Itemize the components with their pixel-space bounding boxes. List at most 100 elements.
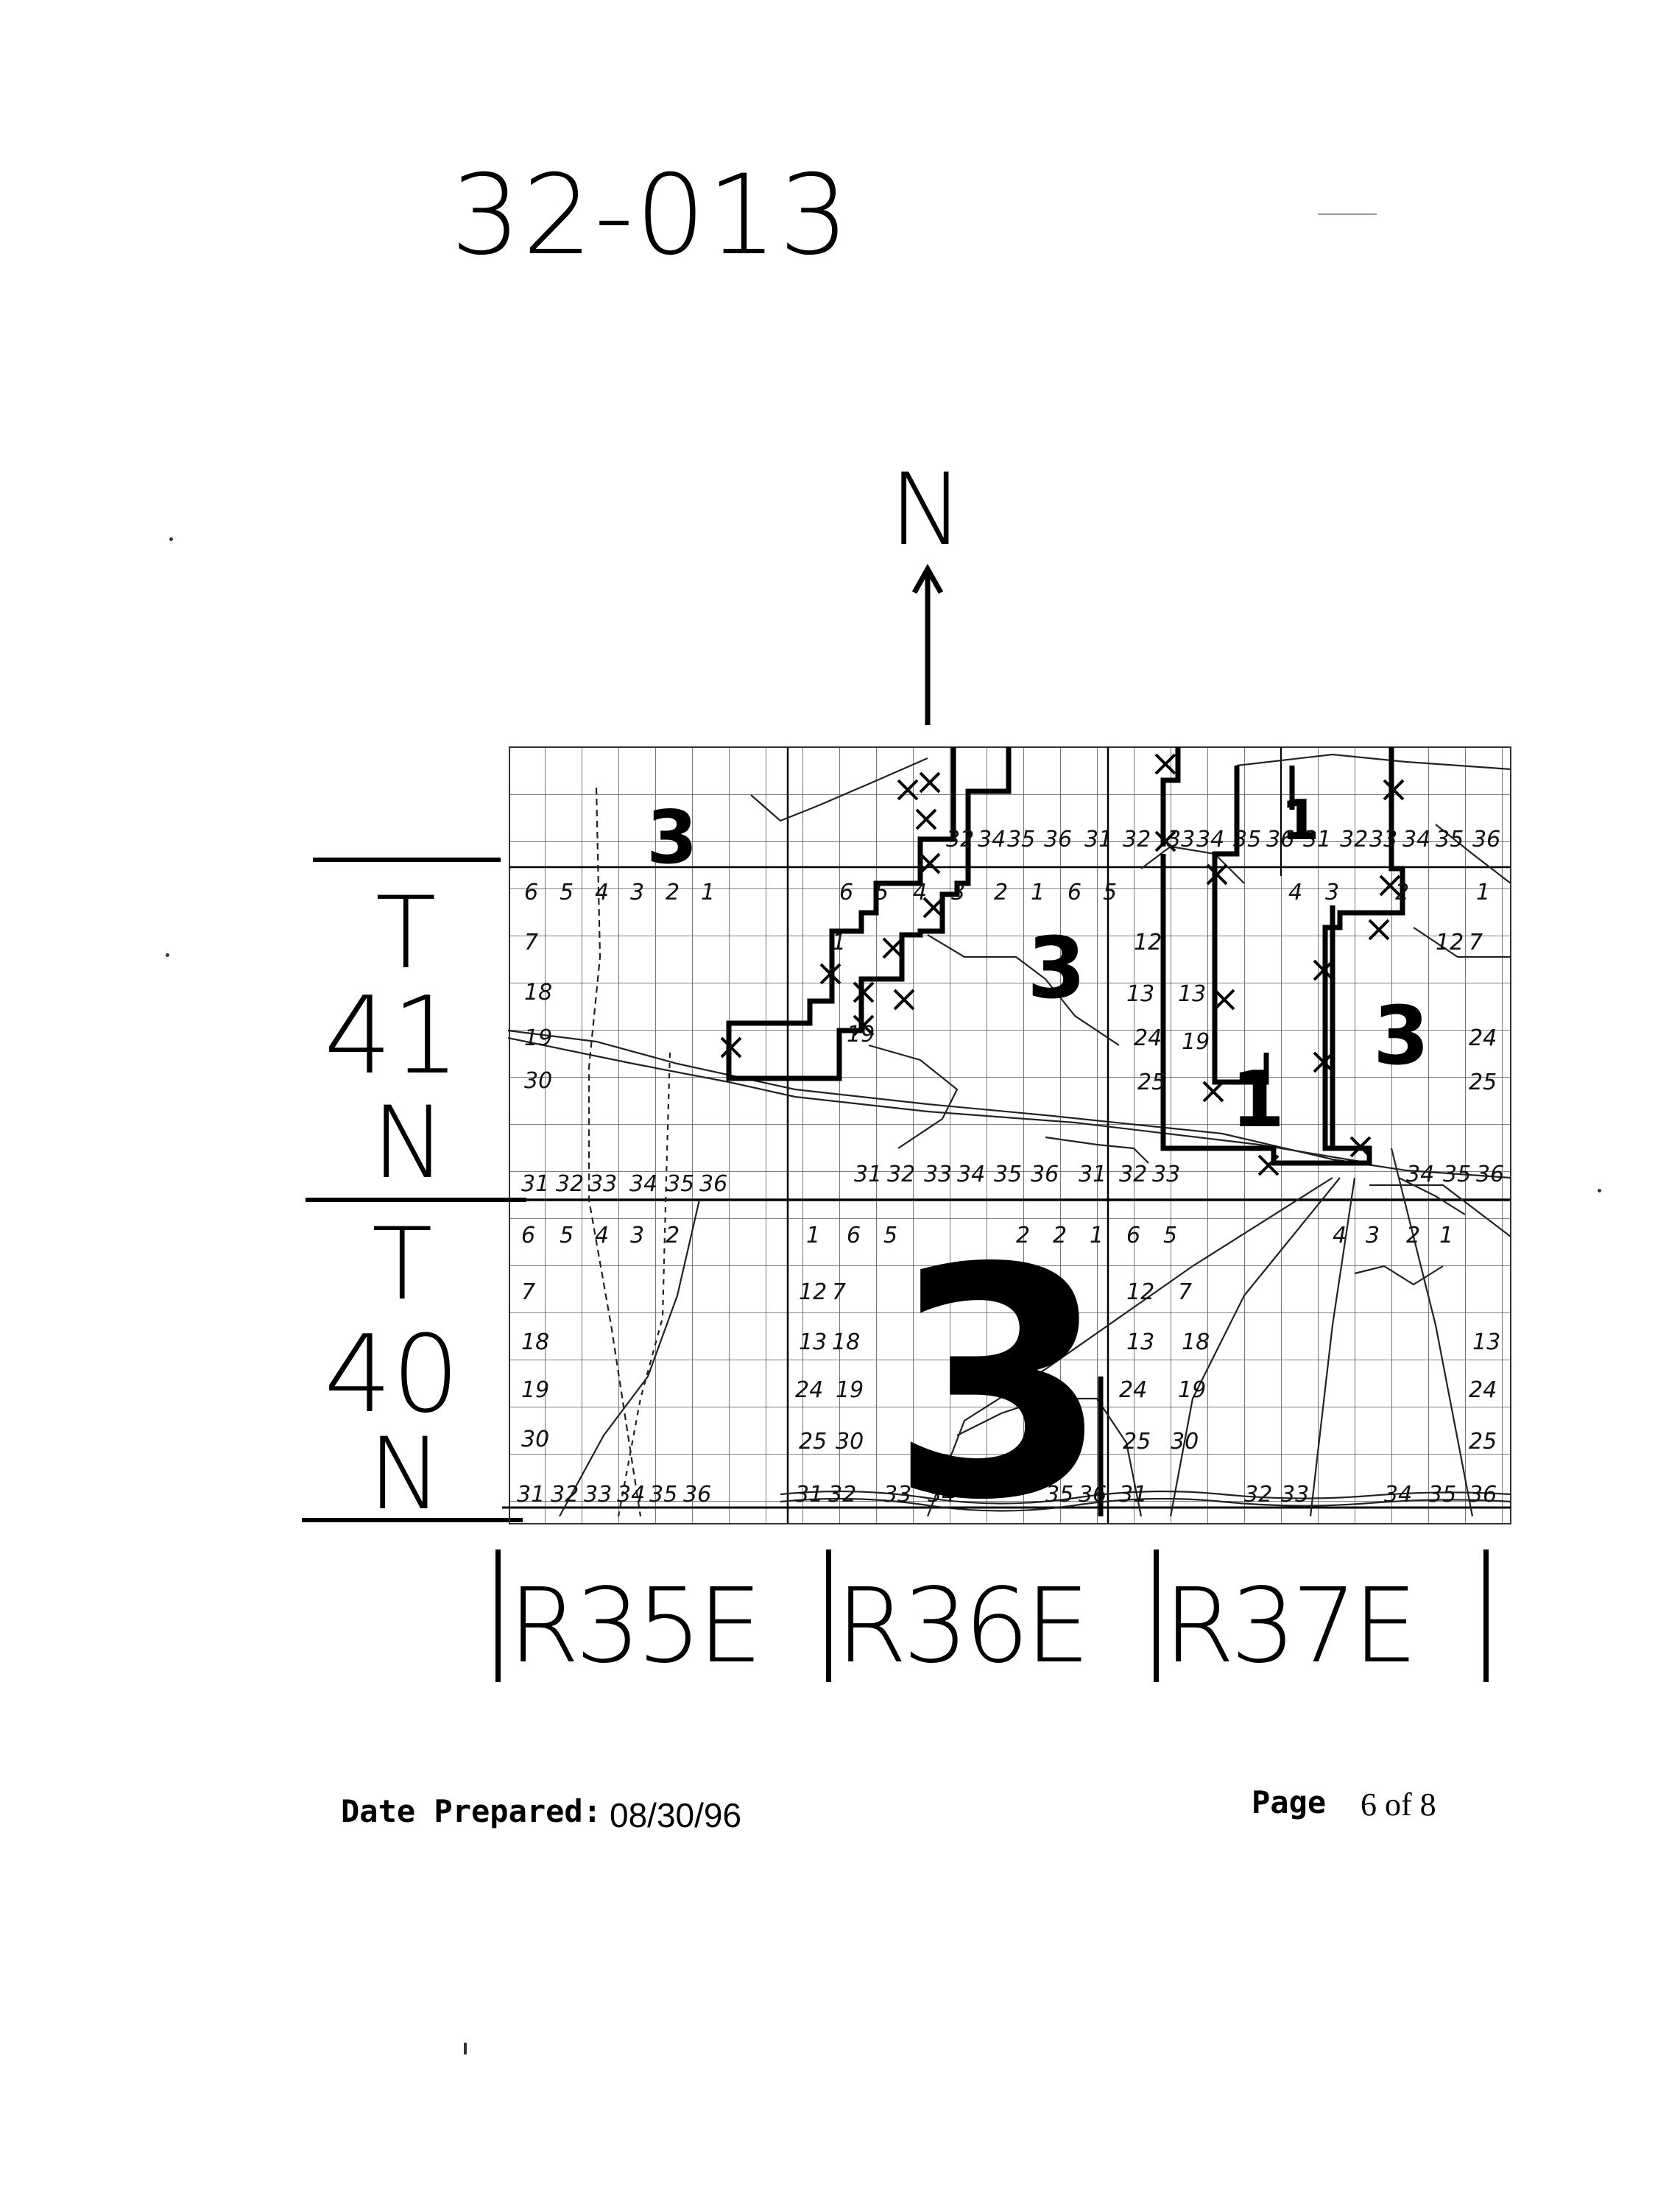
sec-r13-8: 33 xyxy=(883,1482,911,1508)
sec-r8-9: 2 xyxy=(1053,1223,1067,1248)
sec-r8-5: 1 xyxy=(806,1223,820,1248)
sec-r8-12: 5 xyxy=(1163,1223,1177,1248)
sec-r9-2: 7 xyxy=(832,1279,846,1305)
sec-r5-2: 24 xyxy=(1134,1025,1162,1051)
sec-r2-0: 6 xyxy=(524,880,538,905)
township-40-t: T xyxy=(372,1206,433,1322)
date-prepared-label: Date Prepared: xyxy=(341,1793,602,1829)
range-divider xyxy=(1154,1550,1159,1682)
sec-r1-0: 32 xyxy=(946,827,974,852)
sec-r2-4: 2 xyxy=(666,880,680,905)
sec-r11-0: 19 xyxy=(521,1377,549,1403)
sec-r13-5: 36 xyxy=(683,1482,711,1508)
page-number: 6 of 8 xyxy=(1361,1787,1436,1823)
sec-r13-15: 34 xyxy=(1384,1482,1412,1508)
sec-r9-3: 12 xyxy=(1126,1279,1154,1305)
sec-r7-12: 31 xyxy=(1079,1162,1107,1187)
sec-r11-5: 24 xyxy=(1469,1377,1497,1403)
sec-r12-3: 25 xyxy=(1123,1429,1151,1455)
sec-r6-0: 30 xyxy=(524,1068,552,1094)
north-arrow-icon xyxy=(911,563,944,725)
sec-r13-9: 34 xyxy=(928,1482,956,1508)
map-grid xyxy=(502,746,1511,1524)
sec-r2-10: 2 xyxy=(994,880,1008,905)
sec-r2-1: 5 xyxy=(560,880,574,905)
sec-r7-17: 36 xyxy=(1476,1162,1504,1187)
sec-r8-1: 5 xyxy=(560,1223,574,1248)
sec-r2-16: 2 xyxy=(1395,880,1409,905)
sec-r2-2: 4 xyxy=(595,880,609,905)
township-41-t: T xyxy=(375,875,437,991)
zone-label: 3 xyxy=(889,1201,1109,1546)
sec-r1-4: 31 xyxy=(1084,827,1112,852)
sec-r3-4: 1 xyxy=(832,930,846,955)
zone-labels: 3 3 3 1 3 1 xyxy=(646,788,1430,1546)
sec-r7-16: 35 xyxy=(1443,1162,1471,1187)
sec-r7-8: 33 xyxy=(924,1162,952,1187)
sec-r7-6: 31 xyxy=(854,1162,882,1187)
sec-r10-1: 13 xyxy=(799,1329,827,1355)
sec-r13-10: 35 xyxy=(1045,1482,1073,1508)
sec-r2-3: 3 xyxy=(630,880,644,905)
sec-r1-3: 36 xyxy=(1044,827,1072,852)
sec-r8-16: 1 xyxy=(1439,1223,1453,1248)
sec-r13-1: 32 xyxy=(551,1482,579,1508)
sec-r3-3: 12 xyxy=(1436,930,1464,955)
sec-r12-5: 25 xyxy=(1469,1429,1497,1455)
sec-r10-5: 13 xyxy=(1472,1329,1500,1355)
sec-r13-3: 34 xyxy=(617,1482,645,1508)
zone-label: 1 xyxy=(1281,788,1319,852)
sec-r12-2: 30 xyxy=(836,1429,864,1455)
sec-r5-0: 19 xyxy=(524,1025,552,1051)
sec-r10-4: 18 xyxy=(1182,1329,1210,1355)
sec-r6-1: 25 xyxy=(1137,1070,1165,1095)
sec-r13-6: 31 xyxy=(795,1482,823,1508)
sec-r5-4: 24 xyxy=(1469,1025,1497,1051)
township-boundary-rule xyxy=(306,1198,526,1202)
sec-r3-2: 7 xyxy=(1469,930,1483,955)
township-40-number: 40 xyxy=(324,1312,460,1437)
sec-r1-13: 34 xyxy=(1402,827,1430,852)
sec-r2-9: 3 xyxy=(951,880,965,905)
sec-r11-4: 19 xyxy=(1178,1377,1206,1403)
range-divider xyxy=(495,1550,501,1682)
sec-r8-0: 6 xyxy=(521,1223,535,1248)
document-number: 32-013 xyxy=(451,152,851,280)
zone-label: 1 xyxy=(1231,1055,1285,1145)
sec-r10-0: 18 xyxy=(521,1329,549,1355)
range-label-r36e: R36E xyxy=(836,1566,1090,1686)
zone-label: 3 xyxy=(1373,989,1430,1083)
sec-r1-6: 33 xyxy=(1167,827,1195,852)
sec-r2-13: 5 xyxy=(1103,880,1117,905)
sec-r5-3: 19 xyxy=(1182,1029,1210,1055)
page-label: Page xyxy=(1252,1784,1327,1820)
date-prepared-value: 08/30/96 xyxy=(610,1796,742,1834)
sec-r13-16: 35 xyxy=(1428,1482,1456,1508)
sec-r8-6: 6 xyxy=(847,1223,861,1248)
sec-r4-0: 18 xyxy=(524,980,552,1006)
scan-mark xyxy=(1318,213,1377,215)
sec-r11-1: 24 xyxy=(795,1377,823,1403)
sec-r1-14: 35 xyxy=(1436,827,1464,852)
sec-r13-14: 33 xyxy=(1281,1482,1309,1508)
township-40-dir: N xyxy=(368,1416,442,1532)
sec-r8-14: 3 xyxy=(1366,1223,1380,1248)
sec-r13-2: 33 xyxy=(584,1482,612,1508)
sec-r8-13: 4 xyxy=(1333,1223,1347,1248)
sec-r13-12: 31 xyxy=(1119,1482,1147,1508)
sec-r2-12: 6 xyxy=(1068,880,1081,905)
township-40-rule-bottom xyxy=(302,1518,523,1522)
sec-r9-4: 7 xyxy=(1178,1279,1192,1305)
sec-r2-11: 1 xyxy=(1031,880,1045,905)
sec-r1-5: 32 xyxy=(1123,827,1151,852)
sec-r7-5: 36 xyxy=(699,1171,727,1197)
scan-speck xyxy=(166,953,169,957)
sec-r13-17: 36 xyxy=(1469,1482,1497,1508)
sec-r7-11: 36 xyxy=(1031,1162,1059,1187)
sec-r5-1: 19 xyxy=(847,1022,875,1047)
sec-r9-0: 7 xyxy=(521,1279,535,1305)
sec-r7-7: 32 xyxy=(887,1162,915,1187)
sec-r13-7: 32 xyxy=(828,1482,856,1508)
sec-r8-4: 2 xyxy=(666,1223,680,1248)
scan-speck xyxy=(464,2043,467,2054)
